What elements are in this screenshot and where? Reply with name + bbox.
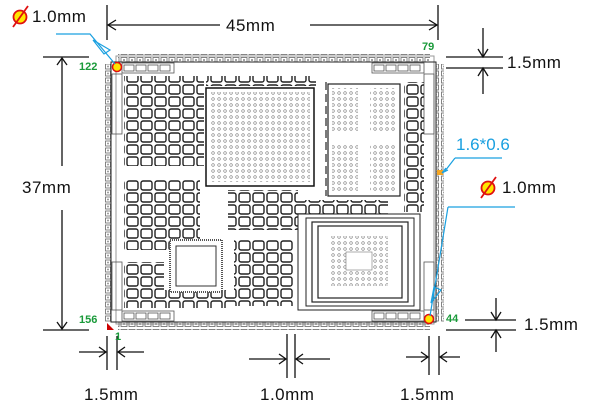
bga-chip-left xyxy=(205,87,315,187)
highlighted-pad xyxy=(437,170,443,175)
bottom-margin-label: 1.5mm xyxy=(524,315,579,334)
dimension-lines xyxy=(43,5,516,378)
pin-label-156: 156 xyxy=(79,314,98,326)
height-dimension-label: 37mm xyxy=(22,178,72,197)
corner-pad-strips xyxy=(111,62,435,322)
pin-label-79: 79 xyxy=(422,41,435,53)
top-margin-label: 1.5mm xyxy=(507,53,562,72)
component-area xyxy=(124,76,424,308)
hole-diameter-top-label: 1.0mm xyxy=(32,7,87,26)
diameter-icon-top xyxy=(12,5,29,28)
qfp-chip xyxy=(169,239,223,293)
diameter-icon-right xyxy=(480,176,497,199)
pin-label-44: 44 xyxy=(446,313,459,325)
bga-chip-right xyxy=(325,82,401,197)
callout-lines xyxy=(56,33,515,317)
left-pad-offset-label: 1.5mm xyxy=(84,385,139,404)
soc-socket xyxy=(297,213,421,311)
pin1-marker xyxy=(107,323,114,330)
pin-label-1: 1 xyxy=(115,331,122,343)
pad-size-label: 1.6*0.6 xyxy=(456,135,510,154)
pad-pitch-label: 1.0mm xyxy=(260,385,315,404)
right-pad-offset-label: 1.5mm xyxy=(400,385,455,404)
width-dimension-label: 45mm xyxy=(226,16,276,35)
mounting-hole-top-left xyxy=(111,61,123,73)
mounting-hole-bottom-right xyxy=(423,313,435,325)
hole-diameter-right-label: 1.0mm xyxy=(502,178,557,197)
pin-label-122: 122 xyxy=(79,61,98,73)
